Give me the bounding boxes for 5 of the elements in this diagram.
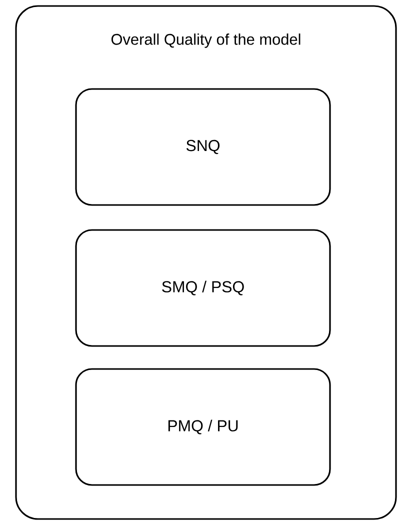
title-text: Overall Quality of the model <box>111 34 300 48</box>
process-box: SNQ <box>75 88 331 206</box>
process-box: PMQ / PU <box>75 368 331 486</box>
group-box <box>15 5 397 520</box>
process-box: SMQ / PSQ <box>75 229 331 347</box>
